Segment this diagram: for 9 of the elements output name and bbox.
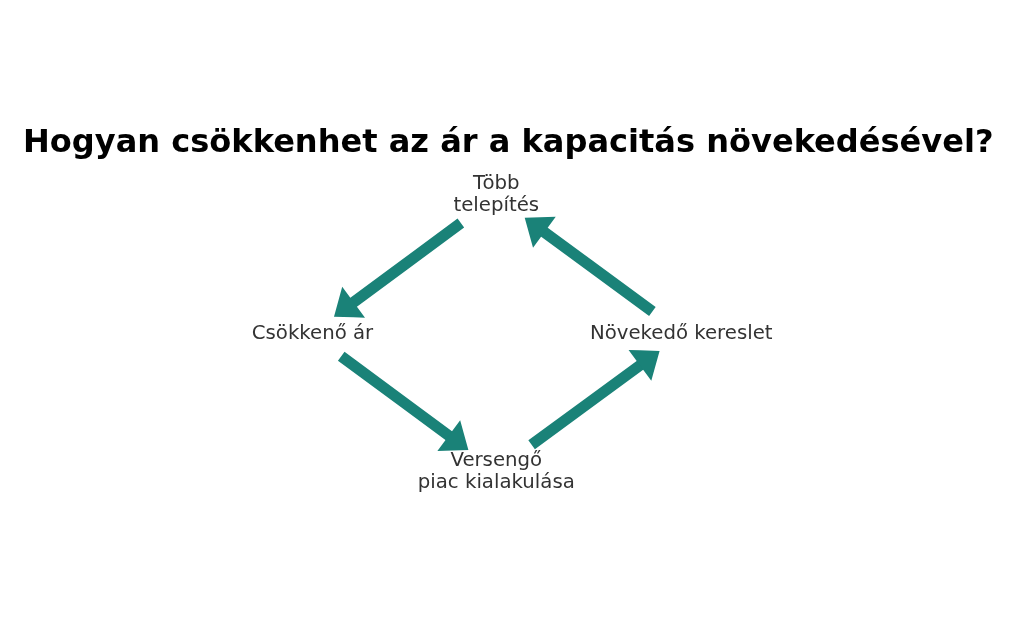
arrow: [524, 216, 656, 316]
arrow: [334, 218, 465, 318]
arrow: [337, 351, 469, 452]
arrow: [528, 349, 660, 450]
node-text: Több telepítés: [453, 171, 540, 217]
node-text: Csökkenő ár: [251, 320, 374, 344]
diagram-title: Hogyan csökkenhet az ár a kapacitás növekedésével?: [23, 122, 994, 161]
node-text: Növekedő kereslet: [589, 320, 773, 344]
node-text: Versengő piac kialakulása: [417, 447, 575, 493]
